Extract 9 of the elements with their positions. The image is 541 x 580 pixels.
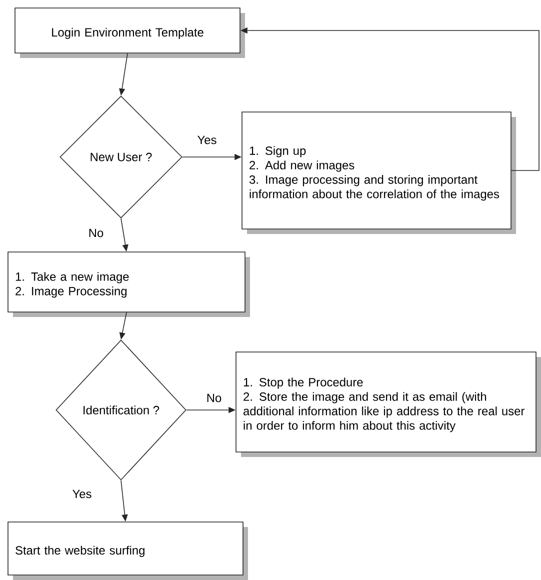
process-box: 1. Stop the Procedure 2. Store the image and send it as email (with additional information like ip address to the real user in order to inform him about this activity [236, 352, 541, 457]
edge-label: No [87, 228, 105, 238]
process-box: Start the website surfing [8, 522, 248, 580]
process-box: 1. Take a new image 2. Image Processing [8, 252, 250, 317]
edge-label: Yes [71, 488, 93, 500]
process-box: 1. Sign up 2. Add new images 3. Image processing and storing important information about the correlation of the images [242, 112, 516, 234]
edge-label: Yes [196, 134, 218, 146]
process-box: Login Environment Template [14, 8, 245, 58]
edge-label: No [205, 392, 223, 404]
